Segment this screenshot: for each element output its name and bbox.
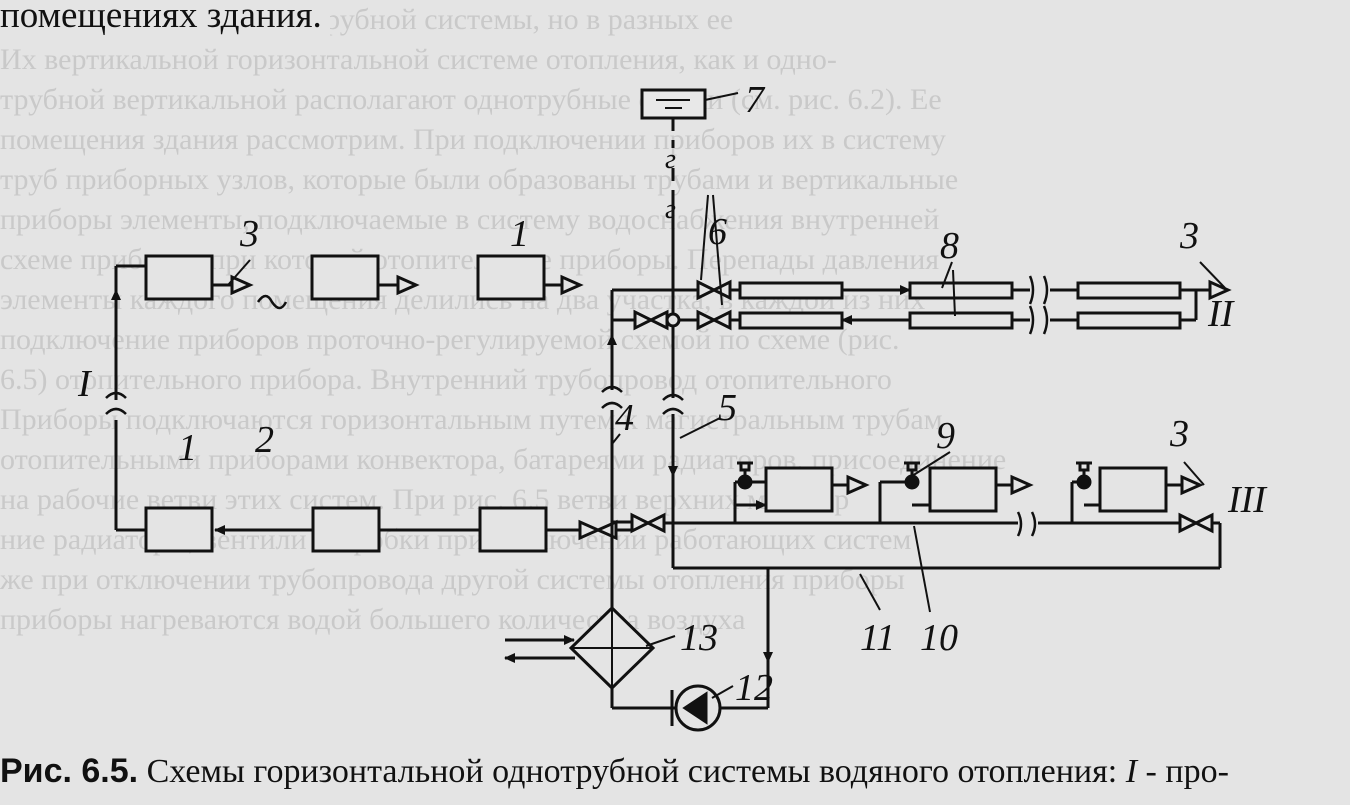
label-7: 7 — [745, 79, 766, 121]
convector-II-lower-3 — [1076, 311, 1182, 330]
convector-II-upper-1 — [738, 281, 844, 300]
circulation-pump — [674, 684, 722, 732]
line-mark-2: г — [665, 194, 676, 225]
label-6: 6 — [708, 211, 727, 253]
label-5: 5 — [718, 387, 737, 429]
label-branch-III: III — [1227, 479, 1268, 521]
caption-suffix: - про- — [1137, 753, 1229, 790]
label-1-left: 1 — [178, 427, 197, 469]
label-11: 11 — [860, 617, 895, 659]
valve-branch-I-return — [578, 519, 618, 541]
radiator-upper-1 — [144, 254, 214, 301]
radiator-upper-2 — [310, 254, 380, 301]
line-mark-1: г — [665, 144, 676, 175]
caption-roman: I — [1125, 753, 1138, 790]
figure-caption: Рис. 6.5. Схемы горизонтальной однотрубн… — [0, 752, 1235, 791]
radiator-lower-1 — [144, 506, 214, 553]
label-13: 13 — [680, 617, 718, 659]
radiator-III-1 — [764, 466, 834, 513]
convector-II-upper-3 — [1076, 281, 1182, 300]
label-4: 4 — [615, 397, 634, 439]
label-8: 8 — [940, 225, 959, 267]
label-9: 9 — [936, 415, 955, 457]
label-3-bottom-right: 3 — [1169, 413, 1189, 455]
convector-II-lower-2 — [908, 311, 1014, 330]
heating-scheme-diagram: 7 г г 3 1 6 8 3 II I 1 2 4 5 9 3 III 13 … — [77, 79, 1268, 732]
top-text-line: помещениях здания. — [0, 0, 330, 37]
convector-II-upper-2 — [908, 281, 1014, 300]
label-3-top-right: 3 — [1179, 215, 1199, 257]
radiator-III-3 — [1098, 466, 1168, 513]
label-2: 2 — [255, 419, 274, 461]
radiator-lower-3 — [478, 506, 548, 553]
radiator-III-2 — [928, 466, 998, 513]
convector-II-lower-1 — [738, 311, 844, 330]
radiator-lower-2 — [311, 506, 381, 553]
label-1-top: 1 — [510, 213, 529, 255]
heat-exchanger — [568, 605, 656, 691]
radiator-upper-3 — [476, 254, 546, 301]
label-10: 10 — [920, 617, 958, 659]
caption-text: Схемы горизонтальной однотрубной системы… — [138, 753, 1126, 790]
caption-prefix: Рис. 6.5. — [0, 752, 139, 790]
label-3-top-left: 3 — [239, 213, 259, 255]
label-branch-I: I — [77, 363, 93, 405]
expansion-tank — [640, 88, 707, 120]
label-branch-II: II — [1207, 293, 1236, 335]
label-12: 12 — [735, 667, 773, 709]
